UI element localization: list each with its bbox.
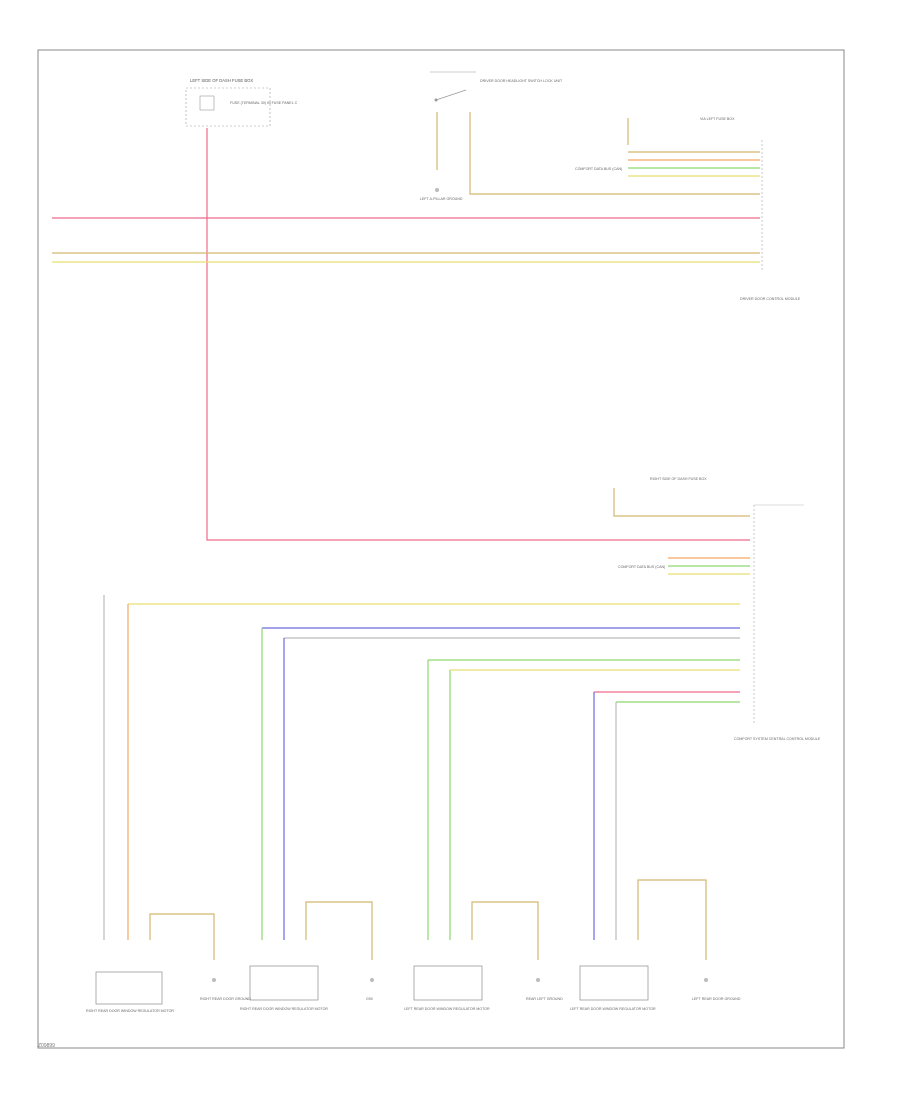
motor-1: RIGHT REAR DOOR WINDOW REGULATOR MOTOR [86, 971, 174, 1013]
fuse-desc-label: FUSE (TERMINAL 30) IN FUSE PANEL C [230, 101, 298, 105]
wire-red-down [206, 128, 750, 541]
via-right-fuse-label: RIGHT SIDE OF DASH FUSE BOX [650, 477, 707, 481]
fuse-block-label: LEFT SIDE OF DASH FUSE BOX [190, 78, 253, 83]
module-top-label: DRIVER DOOR CONTROL MODULE [740, 297, 801, 301]
comfort-central-module: RIGHT SIDE OF DASH FUSE BOX COMFORT DATA… [618, 477, 821, 741]
comfort-bus-mid-label: COMFORT DATA BUS (CAN) [618, 565, 665, 569]
motor-3-label: LEFT REAR DOOR WINDOW REGULATOR MOTOR [404, 1007, 490, 1011]
module-mid-label: COMFORT SYSTEM CENTRAL CONTROL MODULE [734, 737, 821, 741]
driver-door-module: VIA LEFT FUSE BOX COMFORT DATA BUS (CAN)… [575, 117, 801, 301]
wire-switch-2 [469, 112, 760, 195]
motor-2: RIGHT REAR DOOR WINDOW REGULATOR MOTOR [240, 965, 328, 1011]
fuse-block: LEFT SIDE OF DASH FUSE BOX FUSE (TERMINA… [185, 78, 298, 127]
ground-b1-label: RIGHT REAR DOOR GROUND [200, 997, 251, 1001]
diagram-border [37, 49, 845, 1049]
wires [52, 112, 760, 960]
ground-b3-label: REAR LEFT GROUND [526, 997, 563, 1001]
motor-4: LEFT REAR DOOR WINDOW REGULATOR MOTOR [570, 965, 656, 1011]
ground-b4-label: LEFT REAR DOOR GROUND [692, 997, 741, 1001]
comfort-bus-top-label: COMFORT DATA BUS (CAN) [575, 167, 622, 171]
motor-3: LEFT REAR DOOR WINDOW REGULATOR MOTOR [404, 965, 490, 1011]
via-left-fuse-label: VIA LEFT FUSE BOX [700, 117, 735, 121]
door-switch: DRIVER DOOR HEADLIGHT SWITCH LOCK UNIT L… [420, 71, 563, 201]
grounds: RIGHT REAR DOOR GROUND G90 REAR LEFT GRO… [200, 978, 741, 1001]
motor-2-label: RIGHT REAR DOOR WINDOW REGULATOR MOTOR [240, 1007, 328, 1011]
motor-1-label: RIGHT REAR DOOR WINDOW REGULATOR MOTOR [86, 1009, 174, 1013]
ground-label-1: LEFT A-PILLAR GROUND [420, 197, 463, 201]
footer-code: Z09899 [38, 1043, 55, 1049]
motor-4-label: LEFT REAR DOOR WINDOW REGULATOR MOTOR [570, 1007, 656, 1011]
switch-label: DRIVER DOOR HEADLIGHT SWITCH LOCK UNIT [480, 79, 563, 83]
ground-b2-label: G90 [366, 997, 373, 1001]
